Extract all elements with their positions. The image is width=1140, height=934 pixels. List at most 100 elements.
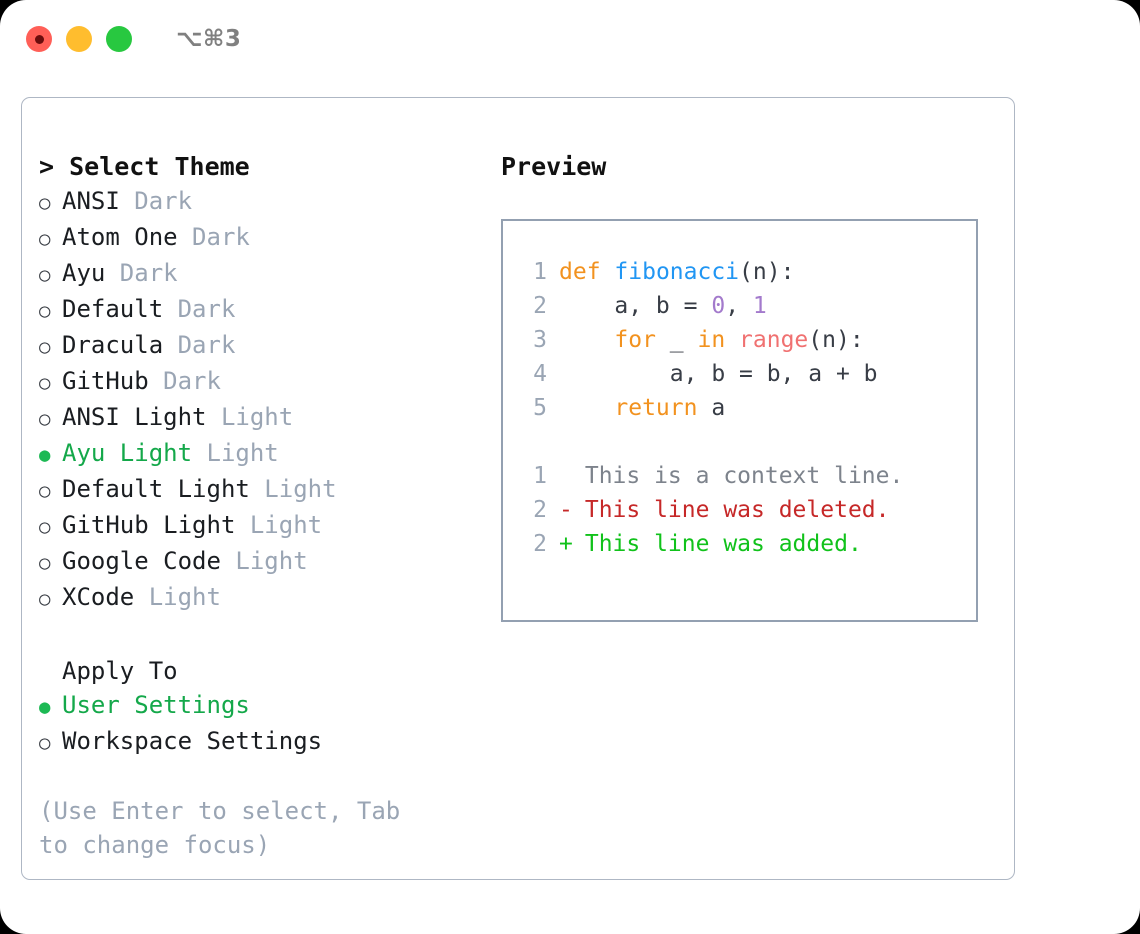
diff-marker: + xyxy=(559,531,573,557)
theme-option-label: Dracula xyxy=(62,331,164,359)
theme-option-label: GitHub xyxy=(62,367,149,395)
theme-option-list[interactable]: ○ANSI Dark○Atom One Dark○Ayu Dark○Defaul… xyxy=(39,184,489,616)
radio-unselected-icon: ○ xyxy=(39,264,51,286)
theme-option-label: Google Code xyxy=(62,547,221,575)
code-line: 3 for _ in range(n): xyxy=(525,323,976,357)
theme-option-xcode[interactable]: ○XCode Light xyxy=(39,580,489,616)
theme-option-dracula[interactable]: ○ Dracula Dark xyxy=(39,328,489,364)
line-number: 1 xyxy=(533,259,547,285)
radio-unselected-icon: ○ xyxy=(39,732,51,754)
theme-option-label: Default xyxy=(62,295,164,323)
diff-line: 2- This line was deleted. xyxy=(525,493,976,527)
code-token: a, b = xyxy=(559,293,712,319)
theme-option-ayu-light[interactable]: ●Ayu Light Light xyxy=(39,436,489,472)
code-token: _ xyxy=(655,327,698,353)
theme-option-label: Default Light xyxy=(62,475,250,503)
apply-to-option-label: User Settings xyxy=(62,691,250,719)
apply-to-option-label: Workspace Settings xyxy=(62,727,323,755)
theme-picker-dialog: > Select Theme ○ANSI Dark○Atom One Dark○… xyxy=(21,97,1015,880)
code-token: 0 xyxy=(711,293,726,319)
theme-option-ansi[interactable]: ○ANSI Dark xyxy=(39,184,489,220)
theme-variant-badge: Dark xyxy=(163,331,236,359)
theme-variant-badge: Dark xyxy=(177,223,250,251)
code-token: a, b = b, a + b xyxy=(559,361,878,387)
theme-variant-badge: Light xyxy=(249,475,337,503)
radio-selected-icon: ● xyxy=(39,696,51,718)
theme-variant-badge: Dark xyxy=(119,187,193,215)
theme-option-github[interactable]: ○ GitHub Dark xyxy=(39,364,489,400)
close-window-button[interactable] xyxy=(26,26,52,52)
diff-text: This line was added. xyxy=(571,531,862,557)
code-token: fibonacci xyxy=(614,259,740,285)
radio-unselected-icon: ○ xyxy=(39,588,51,610)
diff-text: This is a context line. xyxy=(571,463,904,489)
diff-sample: 1 This is a context line.2- This line wa… xyxy=(525,459,976,561)
line-number: 4 xyxy=(533,361,547,387)
code-token: (n): xyxy=(808,327,864,353)
radio-selected-icon: ● xyxy=(39,444,51,466)
title-bar: ⌥⌘3 xyxy=(0,0,1140,78)
diff-marker xyxy=(559,459,571,493)
theme-option-google-code[interactable]: ○Google Code Light xyxy=(39,544,489,580)
diff-marker: - xyxy=(559,497,573,523)
radio-unselected-icon: ○ xyxy=(39,408,51,430)
radio-unselected-icon: ○ xyxy=(39,372,51,394)
code-token xyxy=(559,327,614,353)
radio-unselected-icon: ○ xyxy=(39,516,51,538)
line-number: 2 xyxy=(533,531,547,557)
theme-option-default-light[interactable]: ○ Default Light Light xyxy=(39,472,489,508)
line-number: 5 xyxy=(533,395,547,421)
code-line: 4 a, b = b, a + b xyxy=(525,357,976,391)
apply-to-option-workspace-settings[interactable]: ○ Workspace Settings xyxy=(39,724,489,760)
theme-option-label: ANSI xyxy=(62,187,120,215)
theme-option-label: ANSI Light xyxy=(62,403,207,431)
apply-to-heading: Apply To xyxy=(62,657,178,685)
line-number: 3 xyxy=(533,327,547,353)
theme-variant-badge: Light xyxy=(134,583,221,611)
theme-variant-badge: Dark xyxy=(148,367,221,395)
keyboard-shortcut-label: ⌥⌘3 xyxy=(176,26,242,52)
theme-option-github-light[interactable]: ○ GitHub Light Light xyxy=(39,508,489,544)
radio-unselected-icon: ○ xyxy=(39,480,51,502)
line-number: 1 xyxy=(533,463,547,489)
radio-unselected-icon: ○ xyxy=(39,300,51,322)
diff-line: 1 This is a context line. xyxy=(525,459,976,493)
code-token: in xyxy=(697,327,726,353)
section-spacer xyxy=(39,616,489,654)
theme-option-ayu[interactable]: ○Ayu Dark xyxy=(39,256,489,292)
theme-option-label: GitHub Light xyxy=(62,511,236,539)
code-token: for xyxy=(614,327,656,353)
radio-unselected-icon: ○ xyxy=(39,228,51,250)
code-diff-spacer xyxy=(525,425,976,459)
diff-line: 2 + This line was added. xyxy=(525,527,976,561)
theme-option-label: Atom One xyxy=(62,223,178,251)
theme-variant-badge: Light xyxy=(206,403,294,431)
theme-option-ansi-light[interactable]: ○ ANSI Light Light xyxy=(39,400,489,436)
code-token: , xyxy=(725,293,753,319)
theme-option-label: Ayu xyxy=(62,259,106,287)
minimize-window-button[interactable] xyxy=(66,26,92,52)
apply-to-option-user-settings[interactable]: ● User Settings xyxy=(39,688,489,724)
code-token: a xyxy=(697,395,726,421)
line-number: 2 xyxy=(533,497,547,523)
theme-variant-badge: Light xyxy=(235,511,323,539)
diff-text: This line was deleted. xyxy=(571,497,890,523)
radio-unselected-icon: ○ xyxy=(39,336,51,358)
theme-variant-badge: Light xyxy=(192,439,279,467)
preview-heading: Preview xyxy=(501,152,607,181)
maximize-window-button[interactable] xyxy=(106,26,132,52)
code-token xyxy=(559,395,614,421)
code-token xyxy=(725,327,739,353)
code-token: 1 xyxy=(752,293,767,319)
theme-option-default[interactable]: ○Default Dark xyxy=(39,292,489,328)
apply-to-option-list[interactable]: ● User Settings ○ Workspace Settings xyxy=(39,688,489,760)
theme-option-atom-one[interactable]: ○ Atom One Dark xyxy=(39,220,489,256)
select-theme-heading: > Select Theme xyxy=(39,152,250,181)
line-number: 2 xyxy=(533,293,547,319)
keyboard-hint-text: (Use Enter to select, Tab to change focu… xyxy=(39,797,415,859)
